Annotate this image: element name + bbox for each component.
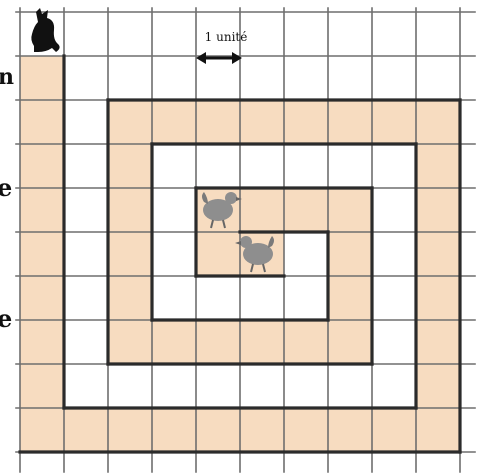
path-cell: [20, 56, 64, 452]
cutoff-glyph: e: [0, 173, 12, 202]
unit-label: 1 unité: [205, 30, 248, 44]
cutoff-glyph: n: [0, 64, 14, 90]
cat-silhouette-icon: [31, 8, 59, 52]
cutoff-glyph: e: [0, 304, 12, 333]
unit-measure-arrow: [196, 52, 242, 64]
